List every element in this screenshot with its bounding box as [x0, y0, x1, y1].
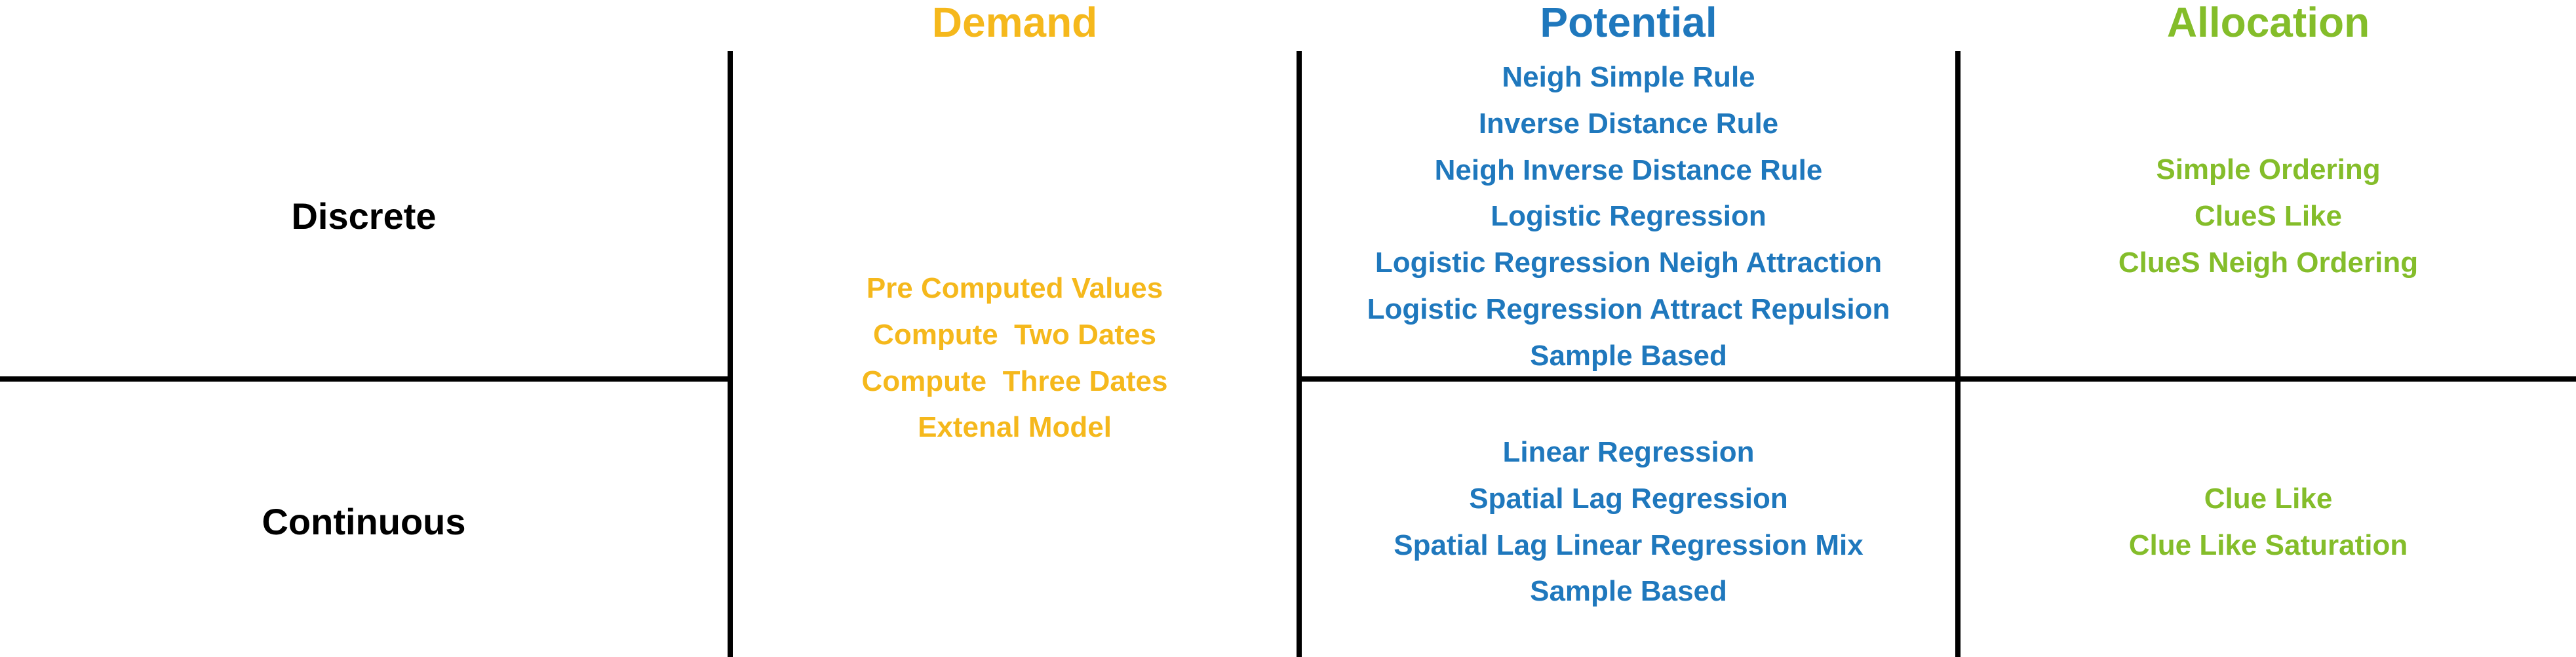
potential-method: Sample Based: [1530, 575, 1727, 608]
header-allocation: Allocation: [2166, 0, 2370, 46]
row-label-discrete: Discrete: [291, 195, 437, 237]
potential-method: Logistic Regression Attract Repulsion: [1367, 292, 1890, 325]
header-demand: Demand: [931, 0, 1098, 46]
demand-method: Compute Three Dates: [861, 365, 1168, 397]
potential-discrete-list: Neigh Simple Rule Inverse Distance Rule …: [1302, 54, 1955, 380]
divider-row-right: [1297, 376, 2576, 382]
allocation-discrete-list: Simple Ordering ClueS Like ClueS Neigh O…: [1961, 147, 2576, 286]
potential-method: Logistic Regression Neigh Attraction: [1375, 247, 1883, 279]
allocation-method: Simple Ordering: [2156, 153, 2381, 186]
potential-method: Neigh Inverse Distance Rule: [1434, 153, 1823, 186]
potential-method: Sample Based: [1530, 339, 1727, 372]
divider-potential-left: [1297, 51, 1302, 657]
potential-method: Logistic Regression: [1491, 200, 1766, 233]
divider-demand-left: [728, 51, 733, 657]
potential-method: Linear Regression: [1502, 436, 1755, 468]
demand-method: Compute Two Dates: [873, 318, 1156, 351]
demand-method: Pre Computed Values: [866, 272, 1163, 304]
allocation-method: ClueS Neigh Ordering: [2118, 246, 2419, 279]
potential-continuous-list: Linear Regression Spatial Lag Regression…: [1302, 429, 1955, 615]
row-label-continuous: Continuous: [262, 501, 466, 542]
potential-method: Inverse Distance Rule: [1478, 107, 1779, 140]
potential-method: Spatial Lag Linear Regression Mix: [1394, 528, 1864, 561]
divider-allocation-left: [1955, 51, 1961, 657]
allocation-method: Clue Like: [2204, 483, 2333, 515]
demand-methods-list: Pre Computed Values Compute Two Dates Co…: [733, 266, 1297, 451]
allocation-method: ClueS Like: [2195, 199, 2342, 232]
header-potential: Potential: [1540, 0, 1717, 46]
potential-method: Neigh Simple Rule: [1502, 61, 1755, 93]
demand-method: Extenal Model: [918, 411, 1112, 444]
allocation-method: Clue Like Saturation: [2128, 528, 2408, 561]
potential-method: Spatial Lag Regression: [1469, 482, 1788, 515]
divider-row-left: [0, 376, 730, 382]
allocation-continuous-list: Clue Like Clue Like Saturation: [1961, 476, 2576, 569]
